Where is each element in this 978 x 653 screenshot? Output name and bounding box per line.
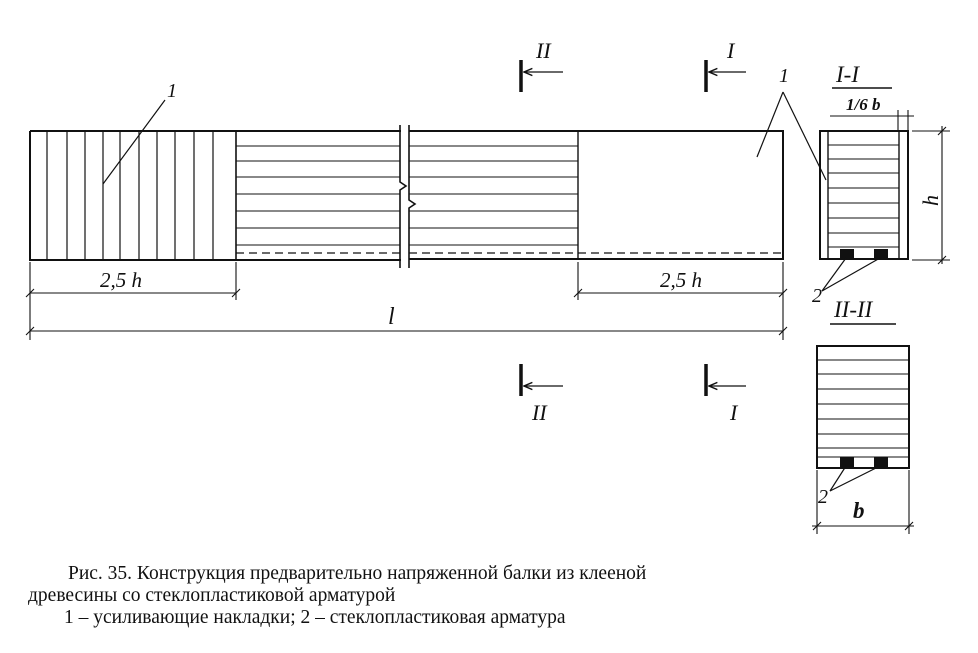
fiberglass-rebar: [840, 249, 854, 258]
figure-caption: Рис. 35. Конструкция предварительно напр…: [28, 563, 958, 629]
section-marker-I-bottom-label: I: [729, 400, 739, 425]
callout-leader: [829, 465, 847, 492]
cross-section-I-I: [819, 130, 909, 260]
callout-leader: [782, 91, 827, 181]
dimension-b: [812, 470, 914, 534]
section-marker-I-bottom: [704, 364, 746, 396]
fiberglass-rebar: [874, 249, 888, 258]
dimension-2-5h-left: [25, 262, 241, 300]
cross-section-II-II: [816, 345, 910, 469]
section-II-II-title: II-II: [833, 297, 874, 322]
caption-line-2: древесины со стеклопластиковой арматурой: [28, 585, 396, 606]
section-marker-I-top-label: I: [726, 38, 736, 63]
callout-leader: [821, 257, 881, 292]
dimension-l-label: l: [388, 304, 395, 330]
glued-laminations: [236, 131, 579, 259]
caption-legend: 1 – усиливающие накладки; 2 – стеклоплас…: [64, 607, 566, 628]
section-marker-II-bottom: [519, 364, 563, 396]
callout-leader: [102, 99, 166, 185]
section-marker-II-bottom-label: II: [531, 400, 548, 425]
callout-leader: [829, 465, 881, 492]
callout-1-left: 1: [167, 80, 177, 102]
dimension-b-label: b: [853, 498, 865, 523]
dimension-h: [912, 126, 950, 265]
beam-elevation: [29, 125, 784, 268]
callout-leader: [756, 91, 784, 158]
dimension-l: [25, 300, 788, 340]
one-sixth-b-label: 1/6 b: [846, 95, 880, 114]
caption-line-1: Рис. 35. Конструкция предварительно напр…: [68, 563, 647, 584]
section-marker-II-top-label: II: [535, 38, 552, 63]
section-I-I-title: I-I: [835, 62, 860, 87]
callout-2-section-II: 2: [818, 486, 828, 508]
dimension-h-label: h: [918, 195, 943, 206]
fiberglass-rebar: [874, 457, 888, 467]
dimension-one-sixth-b: [830, 110, 914, 130]
callout-1-right: 1: [779, 65, 789, 87]
reinforcing-pad-left: [46, 131, 237, 260]
fiberglass-rebar: [840, 457, 854, 467]
section-marker-II-top: [519, 60, 563, 92]
callout-2-section-I: 2: [812, 285, 822, 307]
dimension-2-5h-right-label: 2,5 h: [660, 268, 702, 292]
dimension-2-5h-left-label: 2,5 h: [100, 268, 142, 292]
dimension-2-5h-right: [573, 262, 788, 300]
beam-diagram: 1 1 2,5 h 2,5 h l II I: [25, 38, 950, 534]
callout-leader: [821, 257, 847, 292]
section-marker-I-top: [704, 60, 746, 92]
